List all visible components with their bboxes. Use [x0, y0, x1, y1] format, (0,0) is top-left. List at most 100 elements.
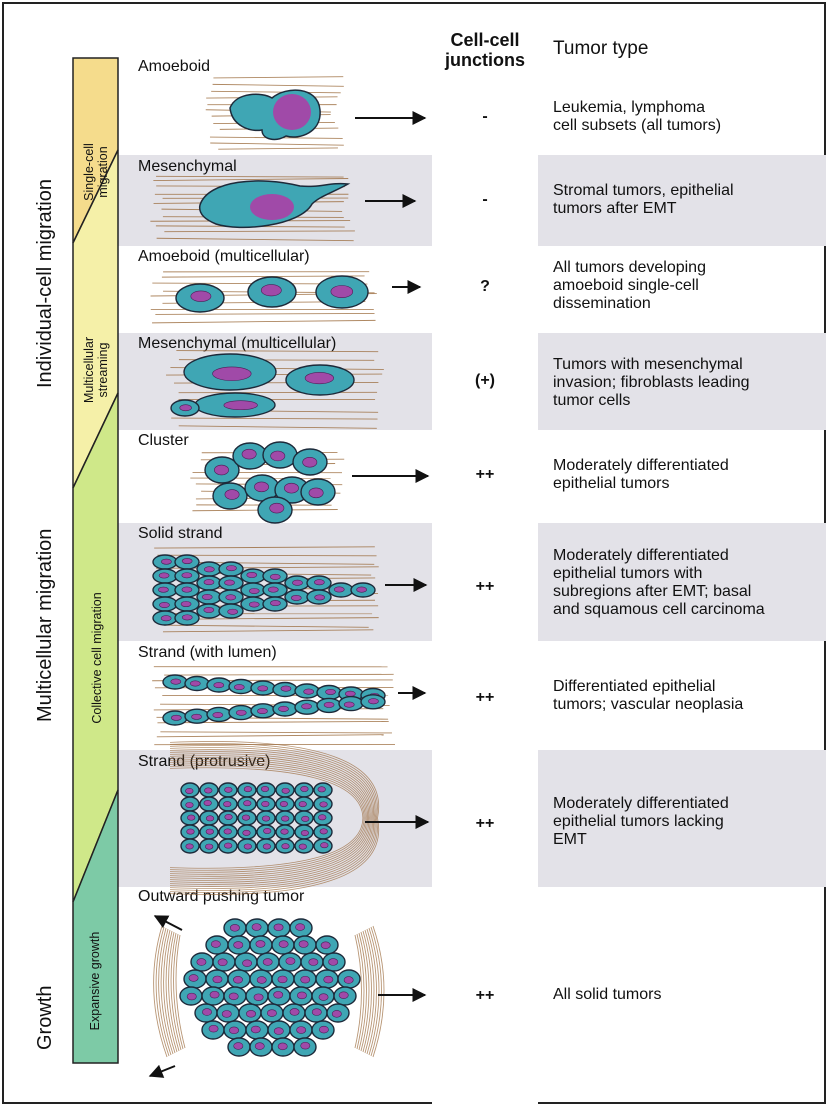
- cell-nucleus: [241, 814, 251, 821]
- cell-nucleus: [297, 991, 307, 1000]
- cell-nucleus: [280, 828, 289, 835]
- collagen-fiber: [173, 933, 184, 1050]
- cell-nucleus: [217, 958, 228, 966]
- tumor-line: tumors; vascular neoplasia: [553, 696, 744, 713]
- cell-nucleus: [243, 843, 252, 850]
- junction-outward: ++: [475, 987, 495, 1004]
- collagen-fiber: [160, 731, 392, 734]
- cell-nucleus: [185, 843, 194, 850]
- tumor-line: Moderately differentiated: [553, 795, 729, 812]
- cell-nucleus: [311, 1008, 322, 1016]
- tumor-strand-protrusive: Moderately differentiated epithelial tum…: [553, 795, 729, 849]
- collagen-fiber: [169, 763, 366, 873]
- collagen-fiber: [161, 275, 365, 278]
- cell-nucleus: [229, 924, 240, 932]
- collagen-fiber: [362, 930, 372, 1053]
- cell-nucleus: [343, 701, 355, 708]
- cell-nucleus: [262, 843, 271, 850]
- cell-nucleus: [270, 450, 286, 462]
- junction-solid-strand: ++: [475, 578, 495, 595]
- cell-nucleus: [248, 601, 260, 608]
- cell-nucleus: [318, 1025, 329, 1034]
- cell-nucleus: [212, 712, 224, 718]
- cell-nucleus: [223, 400, 258, 411]
- cell-nucleus: [233, 976, 243, 984]
- cell-nucleus: [208, 1024, 219, 1033]
- collagen-fiber: [354, 934, 362, 1049]
- cell-nucleus: [325, 688, 336, 695]
- collagen-fiber: [171, 417, 378, 420]
- collagen-fiber: [169, 755, 371, 881]
- cell-nucleus: [281, 815, 290, 822]
- cell-nucleus: [283, 482, 299, 494]
- cell-nucleus: [267, 586, 279, 593]
- cell-nucleus: [298, 843, 307, 850]
- collagen-fiber: [368, 927, 380, 1056]
- tumor-line: EMT: [553, 831, 587, 848]
- header-tumor-type: Tumor type: [553, 38, 649, 59]
- bar-segment-expansive: [72, 789, 119, 1064]
- cell-nucleus: [223, 828, 232, 835]
- cell-nucleus: [281, 843, 290, 850]
- cell-nucleus: [196, 958, 207, 966]
- cell-nucleus: [242, 829, 251, 836]
- cell-nucleus: [262, 958, 273, 966]
- cell-nucleus: [295, 923, 306, 931]
- cell-nucleus: [228, 992, 239, 1001]
- collagen-fiber: [176, 350, 379, 353]
- cell-nucleus: [320, 941, 331, 949]
- cell-nucleus: [229, 1026, 239, 1035]
- cell-nucleus: [181, 558, 193, 565]
- cell-nucleus: [277, 975, 288, 984]
- cell-nucleus: [270, 600, 281, 607]
- collagen-fiber: [358, 932, 367, 1051]
- tumor-solid-strand: Moderately differentiated epithelial tum…: [553, 547, 765, 619]
- cell-nucleus: [160, 615, 172, 622]
- collagen-fiber: [156, 237, 354, 242]
- collagen-fiber: [169, 753, 372, 883]
- cell-nucleus: [300, 830, 309, 836]
- cell-nucleus: [333, 586, 345, 593]
- cell-nucleus: [210, 940, 221, 948]
- junction-mesenchymal: -: [482, 191, 488, 208]
- cell-nucleus: [304, 372, 334, 385]
- cell-nucleus: [308, 487, 324, 499]
- cell-nucleus: [235, 709, 247, 716]
- cell-nucleus: [269, 502, 285, 514]
- cell-nucleus: [300, 1041, 311, 1050]
- collagen-fiber: [156, 734, 384, 738]
- cell-nucleus: [263, 827, 272, 834]
- cell-nucleus: [223, 801, 232, 808]
- tumor-mesenchymal: Stromal tumors, epithelial tumors after …: [553, 182, 734, 218]
- cell-nucleus: [224, 842, 233, 849]
- cell-nucleus: [185, 787, 194, 794]
- collagen-fiber: [152, 319, 376, 324]
- tumor-amoeboid: Leukemia, lymphoma cell subsets (all tum…: [553, 99, 721, 135]
- cell-nucleus: [233, 941, 244, 949]
- tumor-line: Tumors with mesenchymal: [553, 356, 743, 373]
- collagen-fiber: [178, 425, 377, 429]
- cell-nucleus: [203, 800, 212, 806]
- collagen-fiber: [154, 546, 375, 549]
- cell-nucleus: [233, 684, 245, 691]
- collagen-fiber: [169, 745, 377, 891]
- cell-nucleus: [260, 786, 270, 792]
- collagen-fiber: [155, 926, 170, 1057]
- cell-nucleus: [301, 703, 312, 710]
- cell-nucleus: [317, 786, 326, 793]
- cell-nucleus: [221, 1010, 232, 1018]
- cell-nucleus: [202, 1008, 212, 1016]
- cell-nucleus: [254, 1042, 265, 1050]
- cell-nucleus: [277, 1042, 288, 1051]
- collagen-fiber: [356, 933, 365, 1050]
- collagen-fiber: [160, 928, 174, 1055]
- cell-nucleus: [241, 448, 257, 460]
- cell-nucleus: [170, 678, 182, 685]
- mode-label-solid-strand: Solid strand: [138, 525, 223, 542]
- cell-nucleus: [318, 814, 327, 821]
- header-junctions-line2: junctions: [445, 50, 525, 70]
- cell-nucleus: [186, 828, 195, 835]
- cell-nucleus: [273, 1027, 284, 1035]
